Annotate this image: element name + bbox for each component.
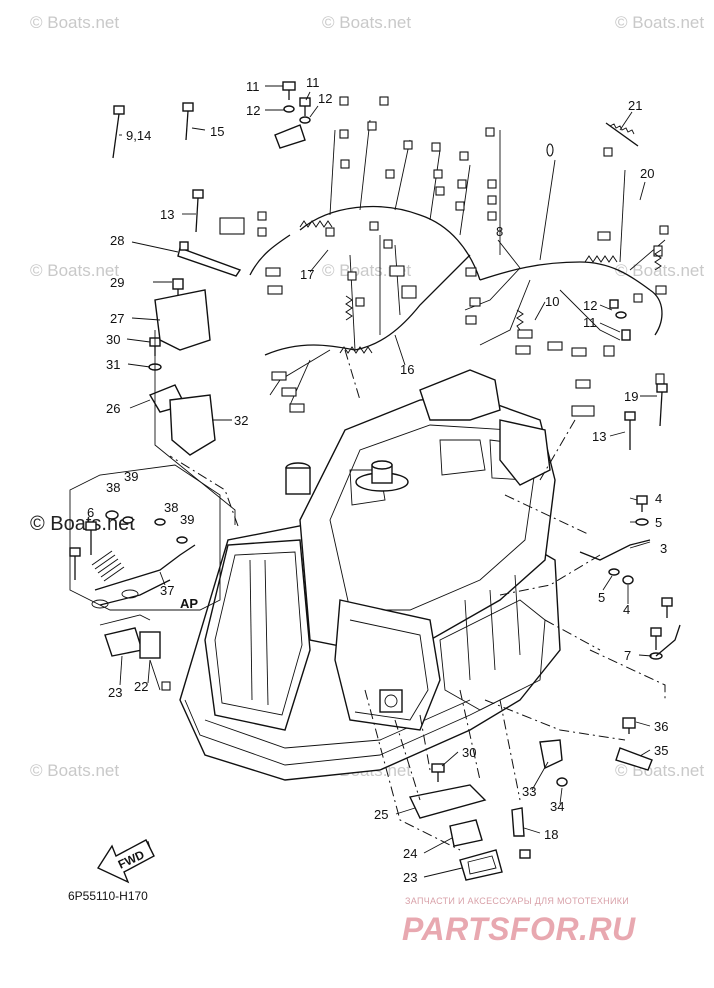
hardware xyxy=(69,81,681,881)
callout: 11 xyxy=(306,75,320,90)
callout: 23 xyxy=(403,870,417,885)
watermark: © Boats.net xyxy=(615,261,704,280)
brand-tagline: ЗАПЧАСТИ И АКСЕССУАРЫ ДЛЯ МОТОТЕХНИКИ xyxy=(405,896,629,906)
callout: 24 xyxy=(403,846,417,861)
reference-lines xyxy=(169,349,666,851)
callout: 12 xyxy=(246,103,260,118)
fwd-arrow-icon: FWD xyxy=(96,839,155,884)
callout: 9,14 xyxy=(126,128,151,143)
engine-assembly xyxy=(179,369,561,781)
watermark-overlay: © Boats.net xyxy=(30,513,135,535)
callout: 35 xyxy=(654,743,668,758)
watermark: © Boats.net xyxy=(615,13,704,32)
callout: 30 xyxy=(462,745,476,760)
callout: 15 xyxy=(210,124,224,139)
callout: 12 xyxy=(318,91,332,106)
callout: 16 xyxy=(400,362,414,377)
watermark: © Boats.net xyxy=(30,261,119,280)
callout: 29 xyxy=(110,275,124,290)
callout: 10 xyxy=(545,294,559,309)
callout: 26 xyxy=(106,401,120,416)
callout: 13 xyxy=(160,207,174,222)
callout: 18 xyxy=(544,827,558,842)
brand-logo: PARTSFOR.RU xyxy=(402,911,636,947)
watermark: © Boats.net xyxy=(322,13,411,32)
leader-lines xyxy=(119,85,657,878)
watermark: © Boats.net xyxy=(30,761,119,780)
callout: 11 xyxy=(246,79,260,94)
callout: 38 xyxy=(106,480,120,495)
wire-harness-main xyxy=(249,119,666,346)
callout: 5 xyxy=(655,515,662,530)
callout: 22 xyxy=(134,679,148,694)
callout: 37 xyxy=(160,583,174,598)
callout: 31 xyxy=(106,357,120,372)
callout: 12 xyxy=(583,298,597,313)
callout: 33 xyxy=(522,784,536,799)
callout: 32 xyxy=(234,413,248,428)
ap-label: AP xyxy=(180,596,198,611)
callout: 39 xyxy=(180,512,194,527)
callout: 28 xyxy=(110,233,124,248)
callout: 19 xyxy=(624,389,638,404)
callout: 23 xyxy=(108,685,122,700)
callout: 27 xyxy=(110,311,124,326)
callout: 6 xyxy=(87,505,94,520)
callout-labels: 11 11 12 12 9,14 15 21 20 13 28 8 29 27 … xyxy=(87,75,668,885)
callout: 17 xyxy=(300,267,314,282)
callout: 39 xyxy=(124,469,138,484)
watermark: © Boats.net xyxy=(322,261,411,280)
callout: 4 xyxy=(623,602,630,617)
callout: 20 xyxy=(640,166,654,181)
callout: 30 xyxy=(106,332,120,347)
callout: 7 xyxy=(624,648,631,663)
callout: 25 xyxy=(374,807,388,822)
callout: 38 xyxy=(164,500,178,515)
callout: 4 xyxy=(655,491,662,506)
callout: 3 xyxy=(660,541,667,556)
diagram-code: 6P55110-H170 xyxy=(68,889,148,903)
callout: 21 xyxy=(628,98,642,113)
callout: 36 xyxy=(654,719,668,734)
callout: 8 xyxy=(496,224,503,239)
callout: 5 xyxy=(598,590,605,605)
callout: 13 xyxy=(592,429,606,444)
callout: 34 xyxy=(550,799,564,814)
callout: 11 xyxy=(583,315,597,330)
connectors xyxy=(219,96,669,417)
watermark: © Boats.net xyxy=(30,13,119,32)
group-outlines xyxy=(69,330,236,626)
